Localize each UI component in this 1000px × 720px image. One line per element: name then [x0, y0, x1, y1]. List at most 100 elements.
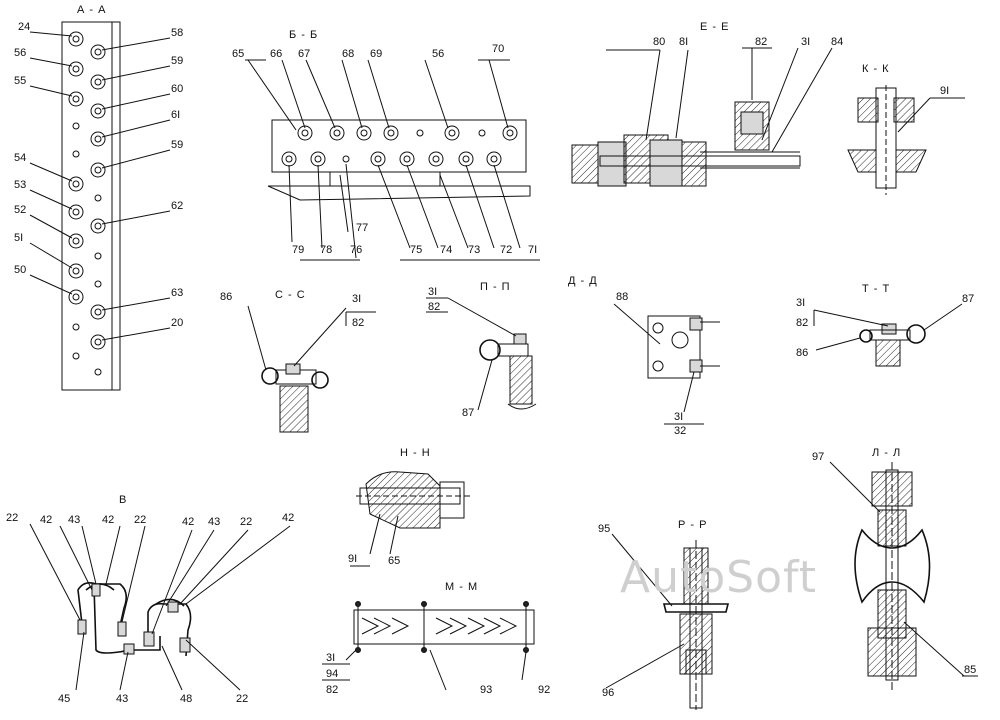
section-aa-title: А - А — [77, 4, 106, 16]
bb-bottom-8: 72 — [500, 244, 512, 256]
aa-label-12: 6I — [171, 109, 180, 121]
section-mm-title: М - М — [445, 581, 478, 593]
v-label-4: 42 — [102, 514, 114, 526]
tt-label-1: 3I — [796, 297, 805, 309]
hh-label-1: 9I — [348, 553, 357, 565]
v-label-1: 22 — [6, 512, 18, 524]
section-cc: С - С 86 3I 82 — [220, 289, 376, 433]
ll-label-2: 85 — [964, 664, 976, 676]
section-pp: П - П 3I 82 87 — [426, 281, 537, 419]
section-ll: Л - Л 97 85 — [812, 447, 978, 690]
v-label-12: 48 — [180, 693, 192, 705]
v-label-11: 43 — [116, 693, 128, 705]
v-label-10: 45 — [58, 693, 70, 705]
aa-label-5: 53 — [14, 179, 26, 191]
section-pp-title: П - П — [480, 281, 511, 293]
bb-bottom-1: 79 — [292, 244, 304, 256]
view-b-title: В — [119, 494, 127, 506]
aa-label-8: 50 — [14, 264, 26, 276]
bb-lower-bolts — [281, 151, 502, 167]
aa-label-16: 20 — [171, 317, 183, 329]
bb-bottom-5: 75 — [410, 244, 422, 256]
v-label-7: 43 — [208, 516, 220, 528]
cc-label-2: 3I — [352, 293, 361, 305]
view-b: В 22 42 43 42 22 42 43 22 42 4 — [6, 494, 294, 705]
section-kk: К - К 9I — [847, 63, 965, 195]
aa-right-bolts — [90, 44, 106, 376]
aa-label-14: 62 — [171, 200, 183, 212]
mm-label-5: 92 — [538, 684, 550, 696]
ll-label-1: 97 — [812, 451, 824, 463]
aa-label-7: 5I — [14, 232, 23, 244]
mm-label-4: 93 — [480, 684, 492, 696]
aa-label-11: 60 — [171, 83, 183, 95]
ee-label-1: 80 — [653, 36, 665, 48]
dd-label-3: 32 — [674, 425, 686, 437]
bb-bottom-9: 7I — [528, 244, 537, 256]
bb-bottom-7: 73 — [468, 244, 480, 256]
ee-label-2: 8I — [679, 36, 688, 48]
v-label-9: 42 — [282, 512, 294, 524]
pp-label-2: 82 — [428, 301, 440, 313]
v-label-5: 22 — [134, 514, 146, 526]
v-label-2: 42 — [40, 514, 52, 526]
section-rr: Р - Р 95 96 — [598, 519, 730, 710]
bb-top-2: 66 — [270, 48, 282, 60]
aa-label-10: 59 — [171, 55, 183, 67]
section-hh-title: Н - Н — [400, 447, 431, 459]
section-bb: Б - Б 65 66 — [232, 29, 540, 261]
aa-label-13: 59 — [171, 139, 183, 151]
bb-top-3: 67 — [298, 48, 310, 60]
aa-label-15: 63 — [171, 287, 183, 299]
aa-label-2: 56 — [14, 47, 26, 59]
ee-label-3: 82 — [755, 36, 767, 48]
rr-label-2: 96 — [602, 687, 614, 699]
bb-top-1: 65 — [232, 48, 244, 60]
hh-label-2: 65 — [388, 555, 400, 567]
v-label-6: 42 — [182, 516, 194, 528]
bb-bottom-2: 78 — [320, 244, 332, 256]
section-tt-title: Т - Т — [862, 283, 890, 295]
pp-label-3: 87 — [462, 407, 474, 419]
v-label-13: 22 — [236, 693, 248, 705]
section-dd: Д - Д 88 3I 32 — [568, 275, 720, 437]
pp-label-1: 3I — [428, 286, 437, 298]
bb-bottom-3: 77 — [356, 222, 368, 234]
section-rr-title: Р - Р — [678, 519, 707, 531]
aa-label-9: 58 — [171, 27, 183, 39]
section-mm: М - М 3I 94 82 93 92 — [322, 581, 550, 696]
dd-label-2: 3I — [674, 411, 683, 423]
bb-top-7: 70 — [492, 43, 504, 55]
section-bb-title: Б - Б — [289, 29, 318, 41]
aa-label-1: 24 — [18, 21, 30, 33]
mm-label-1: 3I — [326, 652, 335, 664]
cc-label-3: 82 — [352, 317, 364, 329]
aa-label-4: 54 — [14, 152, 26, 164]
bb-upper-bolts — [297, 125, 518, 141]
v-label-3: 43 — [68, 514, 80, 526]
section-dd-title: Д - Д — [568, 275, 598, 287]
bb-bottom-6: 74 — [440, 244, 452, 256]
section-ee-title: Е - Е — [700, 21, 729, 33]
section-cc-title: С - С — [275, 289, 306, 301]
ee-label-4: 3I — [801, 36, 810, 48]
tt-label-3: 86 — [796, 347, 808, 359]
bb-top-5: 69 — [370, 48, 382, 60]
aa-left-bolts — [68, 31, 84, 360]
section-aa: А - А — [14, 4, 183, 391]
section-kk-title: К - К — [862, 63, 890, 75]
rr-label-1: 95 — [598, 523, 610, 535]
bb-bottom-4: 76 — [350, 244, 362, 256]
cc-label-1: 86 — [220, 291, 232, 303]
ee-label-5: 84 — [831, 36, 843, 48]
aa-label-6: 52 — [14, 204, 26, 216]
section-ll-title: Л - Л — [872, 447, 901, 459]
kk-label-1: 9I — [940, 85, 949, 97]
dd-label-1: 88 — [616, 291, 628, 303]
tt-label-4: 87 — [962, 293, 974, 305]
section-tt: Т - Т 3I 82 86 87 — [796, 283, 974, 367]
section-hh: Н - Н 9I 65 — [348, 447, 470, 567]
tt-label-2: 82 — [796, 317, 808, 329]
mm-label-2: 94 — [326, 668, 338, 680]
